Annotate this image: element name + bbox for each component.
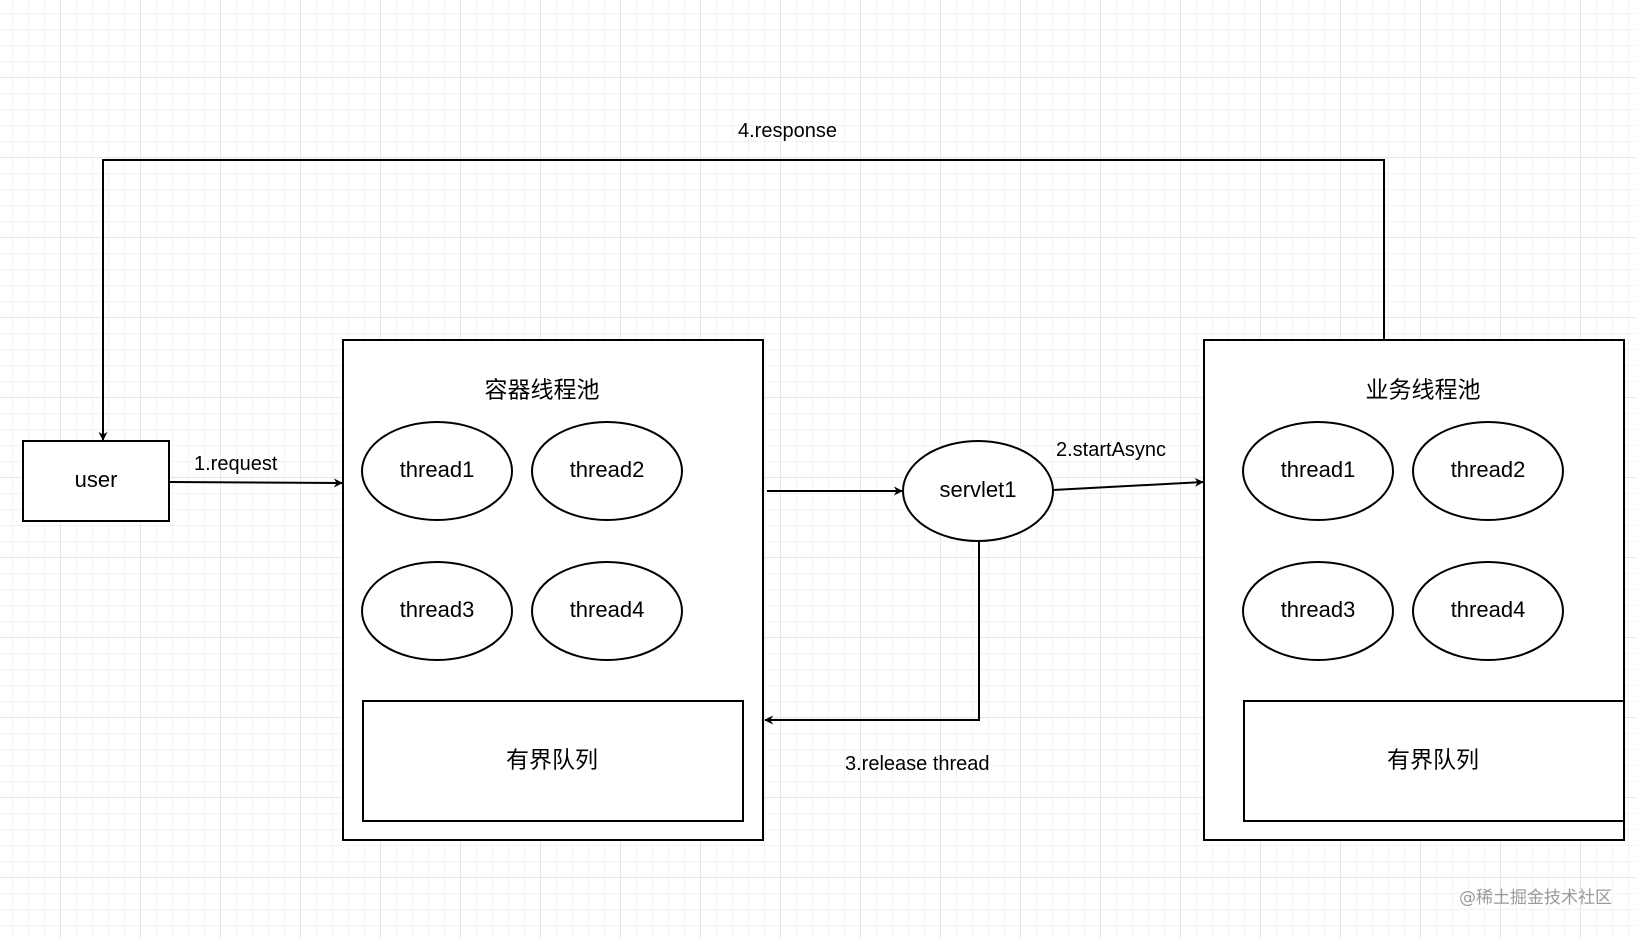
user-node: user <box>22 440 170 522</box>
business-thread-4: thread4 <box>1412 561 1564 661</box>
start-async-edge <box>1052 477 1204 491</box>
start-async-edge-label: 2.startAsync <box>1056 439 1166 461</box>
container-thread-4: thread4 <box>531 561 683 661</box>
container-queue-label: 有界队列 <box>506 748 598 774</box>
container-thread-pool: 容器线程池 thread1 thread2 thread3 thread4 有界… <box>342 339 764 841</box>
container-thread-4-label: thread4 <box>570 597 645 622</box>
response-edge-label: 4.response <box>738 120 837 142</box>
business-thread-3-label: thread3 <box>1281 597 1356 622</box>
business-thread-1: thread1 <box>1242 421 1394 521</box>
container-thread-3-label: thread3 <box>400 597 475 622</box>
business-thread-3: thread3 <box>1242 561 1394 661</box>
container-thread-3: thread3 <box>361 561 513 661</box>
container-thread-1-label: thread1 <box>400 457 475 482</box>
business-thread-4-label: thread4 <box>1451 597 1526 622</box>
response-edge <box>98 159 1385 441</box>
container-thread-2-label: thread2 <box>570 457 645 482</box>
business-bounded-queue: 有界队列 <box>1243 700 1625 822</box>
business-thread-1-label: thread1 <box>1281 457 1356 482</box>
business-thread-2-label: thread2 <box>1451 457 1526 482</box>
container-thread-1: thread1 <box>361 421 513 521</box>
container-pool-title: 容器线程池 <box>485 378 600 404</box>
business-thread-2: thread2 <box>1412 421 1564 521</box>
servlet-node: servlet1 <box>902 440 1054 542</box>
release-thread-edge-label: 3.release thread <box>845 753 990 775</box>
release-thread-edge <box>764 542 980 725</box>
request-edge-label: 1.request <box>194 453 278 475</box>
business-queue-label: 有界队列 <box>1387 748 1479 774</box>
watermark: @稀土掘金技术社区 <box>1459 888 1612 908</box>
container-bounded-queue: 有界队列 <box>362 700 744 822</box>
request-edge <box>168 478 343 488</box>
business-pool-title: 业务线程池 <box>1366 378 1481 404</box>
business-thread-pool: 业务线程池 thread1 thread2 thread3 thread4 有界… <box>1203 339 1625 841</box>
user-label: user <box>75 467 118 492</box>
container-thread-2: thread2 <box>531 421 683 521</box>
servlet-label: servlet1 <box>939 477 1016 502</box>
